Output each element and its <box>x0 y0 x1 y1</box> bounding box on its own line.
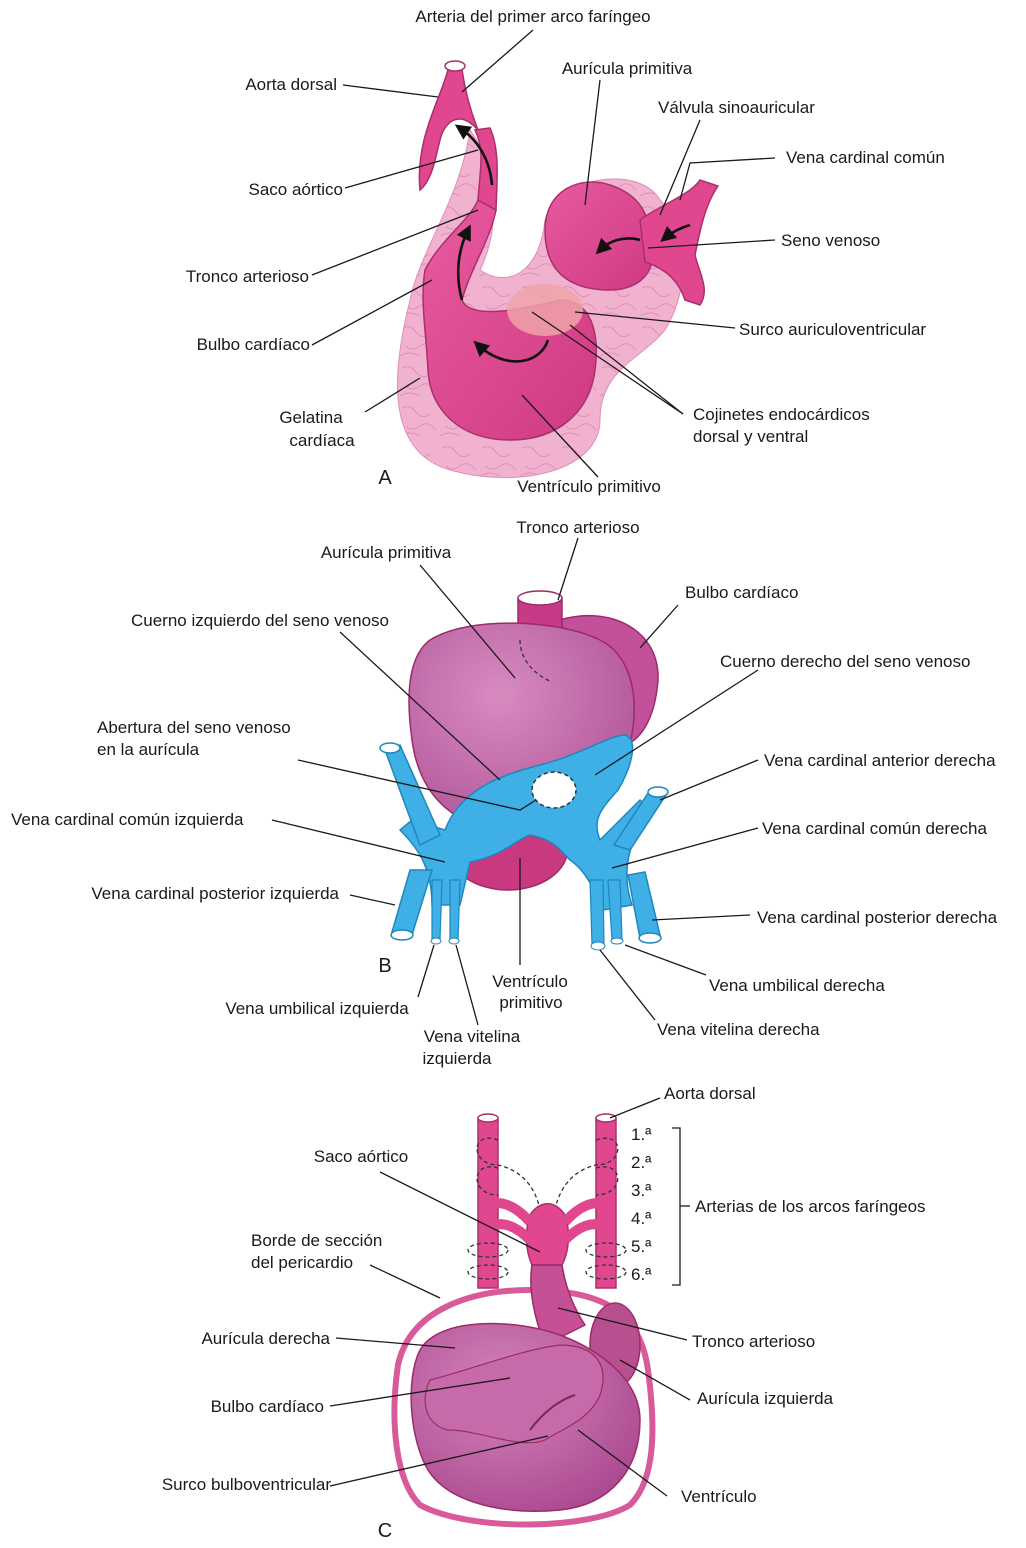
label-cojinetes-line1: Cojinetes endocárdicos <box>693 405 870 424</box>
label-cardinal-posterior-derecha: Vena cardinal posterior derecha <box>757 908 998 927</box>
label-ventriculo-b-line1: Ventrículo <box>492 972 568 991</box>
right-umbilical-vein <box>608 880 622 940</box>
right-posterior-cardinal-opening <box>639 933 661 943</box>
label-vena-cardinal-comun: Vena cardinal común <box>786 148 945 167</box>
right-anterior-cardinal-opening <box>648 787 668 797</box>
right-vitelline-vein <box>590 880 604 945</box>
left-vitelline-vein <box>450 880 460 940</box>
label-cuerno-derecho: Cuerno derecho del seno venoso <box>720 652 970 671</box>
left-posterior-cardinal-opening <box>391 930 413 940</box>
label-vitelina-izquierda-line2: izquierda <box>423 1049 493 1068</box>
label-bulbo-cardiaco-a: Bulbo cardíaco <box>197 335 310 354</box>
label-arterias-arcos: Arterias de los arcos faríngeos <box>695 1197 926 1216</box>
arch-number-5: 5.ª <box>631 1237 652 1256</box>
panel-letter-b: B <box>378 955 391 977</box>
label-bulbo-cardiaco-c: Bulbo cardíaco <box>211 1397 324 1416</box>
panel-letter-a: A <box>378 467 392 489</box>
left-anterior-cardinal-opening <box>380 743 400 753</box>
panel-letter-c: C <box>378 1520 392 1542</box>
panel-b: Tronco arterioso Aurícula primitiva Bulb… <box>11 518 998 1068</box>
label-bulbo-cardiaco-b: Bulbo cardíaco <box>685 583 798 602</box>
label-cardinal-comun-derecha: Vena cardinal común derecha <box>762 819 987 838</box>
arch-number-4: 4.ª <box>631 1209 652 1228</box>
label-borde-line1: Borde de sección <box>251 1231 382 1250</box>
label-cuerno-izquierdo: Cuerno izquierdo del seno venoso <box>131 611 389 630</box>
label-auricula-primitiva-a: Aurícula primitiva <box>562 59 693 78</box>
label-tronco-arterioso-c: Tronco arterioso <box>692 1332 815 1351</box>
truncus-opening-b <box>518 591 562 605</box>
label-borde-line2: del pericardio <box>251 1253 353 1272</box>
label-aorta-dorsal-a: Aorta dorsal <box>245 75 337 94</box>
left-umbilical-vein <box>432 880 442 940</box>
label-ventriculo-primitivo-a: Ventrículo primitivo <box>517 477 661 496</box>
label-abertura-line2: en la aurícula <box>97 740 200 759</box>
label-ventriculo-c: Ventrículo <box>681 1487 757 1506</box>
label-umbilical-derecha: Vena umbilical derecha <box>709 976 885 995</box>
label-seno-venoso: Seno venoso <box>781 231 880 250</box>
label-gelatina-line1: Gelatina <box>279 408 343 427</box>
label-ventriculo-b-line2: primitivo <box>499 993 562 1012</box>
label-tronco-arterioso-b: Tronco arterioso <box>516 518 639 537</box>
label-auricula-derecha: Aurícula derecha <box>201 1329 330 1348</box>
label-umbilical-izquierda: Vena umbilical izquierda <box>225 999 409 1018</box>
label-cardinal-anterior-derecha: Vena cardinal anterior derecha <box>764 751 996 770</box>
right-dorsal-aorta-opening <box>596 1114 616 1122</box>
left-dorsal-aorta-opening <box>478 1114 498 1122</box>
left-vitelline-opening <box>449 938 459 944</box>
right-umbilical-opening <box>611 938 623 944</box>
label-abertura-line1: Abertura del seno venoso <box>97 718 291 737</box>
panel-a: Arteria del primer arco faríngeo Aorta d… <box>186 7 945 496</box>
label-valvula-sinoauricular: Válvula sinoauricular <box>658 98 815 117</box>
label-vitelina-izquierda-line1: Vena vitelina <box>424 1027 521 1046</box>
label-vitelina-derecha: Vena vitelina derecha <box>657 1020 820 1039</box>
endocardial-cushion <box>507 284 583 336</box>
arch-number-1: 1.ª <box>631 1125 652 1144</box>
label-aorta-dorsal-c: Aorta dorsal <box>664 1084 756 1103</box>
label-cojinetes-line2: dorsal y ventral <box>693 427 808 446</box>
right-posterior-cardinal-vein <box>628 872 660 938</box>
arch-number-6: 6.ª <box>631 1265 652 1284</box>
right-vitelline-opening <box>591 942 605 950</box>
label-gelatina-line2: cardíaca <box>289 431 355 450</box>
label-surco-bulboventricular: Surco bulboventricular <box>162 1475 331 1494</box>
label-auricula-izquierda: Aurícula izquierda <box>697 1389 834 1408</box>
aortic-sac <box>526 1204 568 1265</box>
label-cardinal-comun-izquierda: Vena cardinal común izquierda <box>11 810 244 829</box>
arch-number-3: 3.ª <box>631 1181 652 1200</box>
panel-c: Aorta dorsal Saco aórtico Arterias de lo… <box>162 1084 926 1542</box>
left-umbilical-opening <box>431 938 441 944</box>
label-arteria-primer-arco: Arteria del primer arco faríngeo <box>415 7 650 26</box>
label-saco-aortico-a: Saco aórtico <box>249 180 344 199</box>
label-auricula-primitiva-b: Aurícula primitiva <box>321 543 452 562</box>
label-surco-auriculoventricular: Surco auriculoventricular <box>739 320 926 339</box>
sinus-atrium-opening <box>532 772 576 808</box>
label-saco-aortico-c: Saco aórtico <box>314 1147 409 1166</box>
left-posterior-cardinal-vein <box>392 870 432 935</box>
arch-number-2: 2.ª <box>631 1153 652 1172</box>
dorsal-aorta-opening <box>445 61 465 71</box>
label-cardinal-posterior-izquierda: Vena cardinal posterior izquierda <box>91 884 339 903</box>
label-tronco-arterioso-a: Tronco arterioso <box>186 267 309 286</box>
